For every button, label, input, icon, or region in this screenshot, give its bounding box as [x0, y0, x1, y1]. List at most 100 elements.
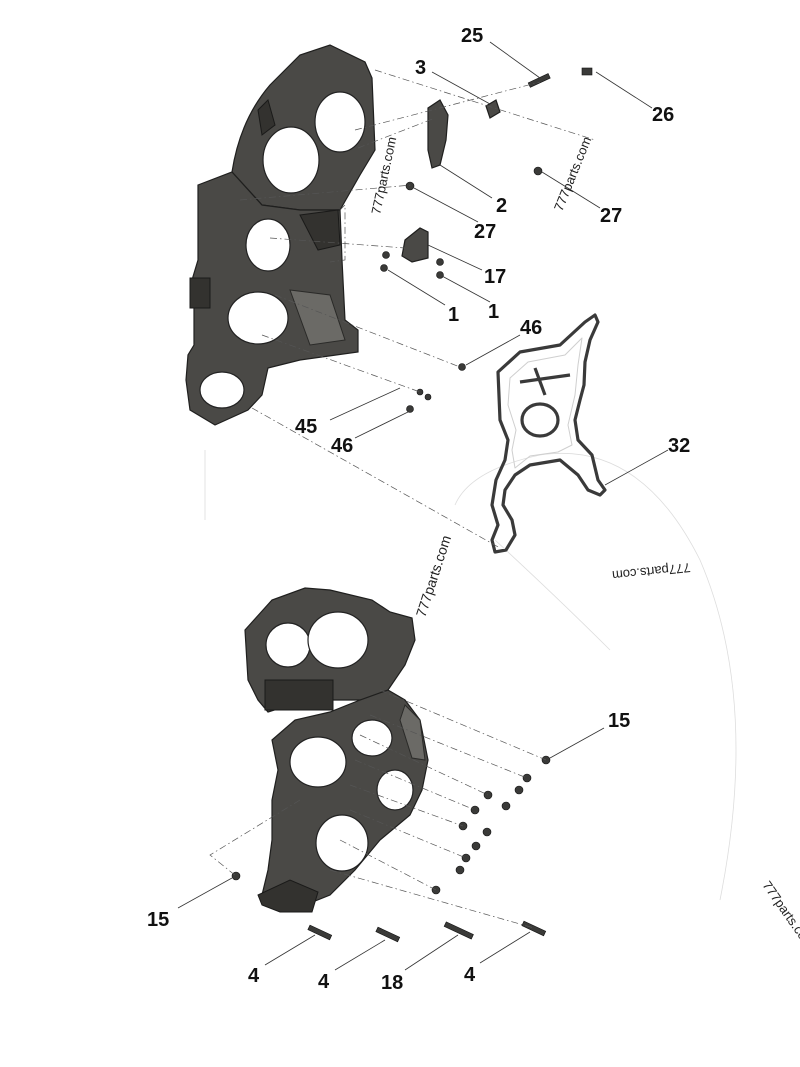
lower-bore-top-right [307, 611, 369, 669]
upper-bore-left [262, 126, 320, 194]
bolt-26 [581, 67, 593, 76]
leader-26 [595, 71, 653, 109]
upper-bore-right [314, 91, 366, 153]
watermark-4: 777parts.com [611, 560, 691, 583]
callout-25: 25 [461, 25, 483, 47]
leader-27b [541, 171, 601, 209]
gasket-rib-b [533, 367, 547, 396]
lower-housing-top-block [264, 679, 334, 711]
bolt-1-d [436, 271, 444, 279]
callout-45: 45 [295, 416, 317, 438]
bolt-row-10 [455, 865, 465, 875]
bolt-1-c [436, 258, 444, 266]
upper-housing-bore-small [199, 371, 245, 409]
leader-17 [427, 244, 483, 271]
callout-4a: 4 [248, 965, 260, 987]
callout-2: 2 [496, 195, 507, 217]
callout-1b: 1 [488, 301, 499, 323]
bolt-27-right [533, 166, 543, 176]
callout-46b: 46 [331, 435, 353, 457]
lower-bore-top-left [265, 622, 311, 668]
leader-1a [387, 269, 446, 306]
bracket-part-2 [427, 99, 449, 169]
upper-gear-housing [185, 44, 376, 426]
upper-bolts [380, 67, 593, 413]
callout-32: 32 [668, 435, 690, 457]
lower-bore-mid-left [289, 736, 347, 788]
leader-3 [431, 71, 491, 105]
bolt-row-9 [461, 853, 471, 863]
centerline-k [369, 714, 528, 779]
centerline-a [374, 69, 596, 141]
callout-15b: 15 [147, 909, 169, 931]
centerline-l [359, 734, 489, 796]
lower-bore-bottom [315, 814, 369, 872]
bolt-15-left [231, 871, 241, 881]
leader-45 [329, 387, 401, 421]
leader-lines [177, 41, 669, 971]
gasket-outer [490, 313, 607, 554]
lower-housing-foot [257, 879, 319, 913]
leader-27a [413, 187, 479, 223]
centerline-m [354, 759, 476, 811]
lower-gear-housing [244, 587, 429, 913]
bolt-25 [527, 73, 551, 88]
callout-18: 18 [381, 972, 403, 994]
leader-4b [334, 939, 386, 971]
gasket-inner [507, 337, 583, 469]
bolt-27-left [405, 181, 415, 191]
bolt-1-b [380, 264, 388, 272]
assembly-centerlines [209, 69, 596, 929]
callout-4b: 4 [318, 971, 330, 993]
callout-26: 26 [652, 104, 674, 126]
leader-2 [439, 164, 493, 199]
bolt-46-lower [406, 405, 414, 413]
plate-part-3 [485, 99, 501, 119]
bolt-row-4 [501, 801, 511, 811]
callout-27a: 27 [474, 221, 496, 243]
upper-housing-bore-center [245, 218, 291, 272]
callout-4c: 4 [464, 964, 476, 986]
centerline-r [209, 799, 301, 877]
upper-housing-rib [257, 99, 276, 136]
bolt-1-a [382, 251, 390, 259]
upper-housing-boss [189, 277, 211, 309]
centerline-e [269, 237, 406, 249]
watermarks: 777parts.com 777parts.com 777parts.com 7… [368, 134, 800, 942]
callout-15a: 15 [608, 710, 630, 732]
bolt-row-1 [522, 773, 532, 783]
centerline-o [349, 809, 467, 859]
lower-bore-mid-right [351, 719, 393, 757]
watermark-2: 777parts.com [551, 134, 594, 213]
callout-1a: 1 [448, 304, 459, 326]
centerline-n [349, 784, 464, 827]
leader-32 [604, 449, 669, 486]
leader-15b [177, 877, 233, 909]
bolt-row-8 [471, 841, 481, 851]
callout-labels: 25 3 26 2 27 27 17 1 1 46 45 46 32 15 15… [147, 25, 690, 994]
gasket-bore [520, 402, 560, 438]
centerline-i [329, 204, 346, 263]
lower-housing-side-rib [399, 704, 426, 761]
leader-4c [479, 931, 531, 964]
centerline-b [354, 81, 541, 131]
gasket-part-32 [490, 313, 607, 554]
callout-17: 17 [484, 266, 506, 288]
leader-15a [549, 727, 605, 759]
leader-1b [441, 275, 491, 303]
bolt-4-right [521, 920, 547, 937]
centerline-p [339, 839, 437, 891]
bolt-4-left [307, 924, 333, 941]
bolt-row-5 [470, 805, 480, 815]
callout-3: 3 [415, 57, 426, 79]
upper-housing-flange [289, 289, 346, 346]
centerline-f [274, 294, 461, 368]
lower-bolts [231, 755, 551, 943]
centerline-h [251, 407, 501, 549]
upper-housing-web [299, 209, 341, 251]
watermark-5: 777parts.co [760, 878, 800, 942]
leader-46a [465, 334, 521, 366]
leader-4a [264, 934, 316, 966]
gasket-rib-a [519, 373, 571, 384]
